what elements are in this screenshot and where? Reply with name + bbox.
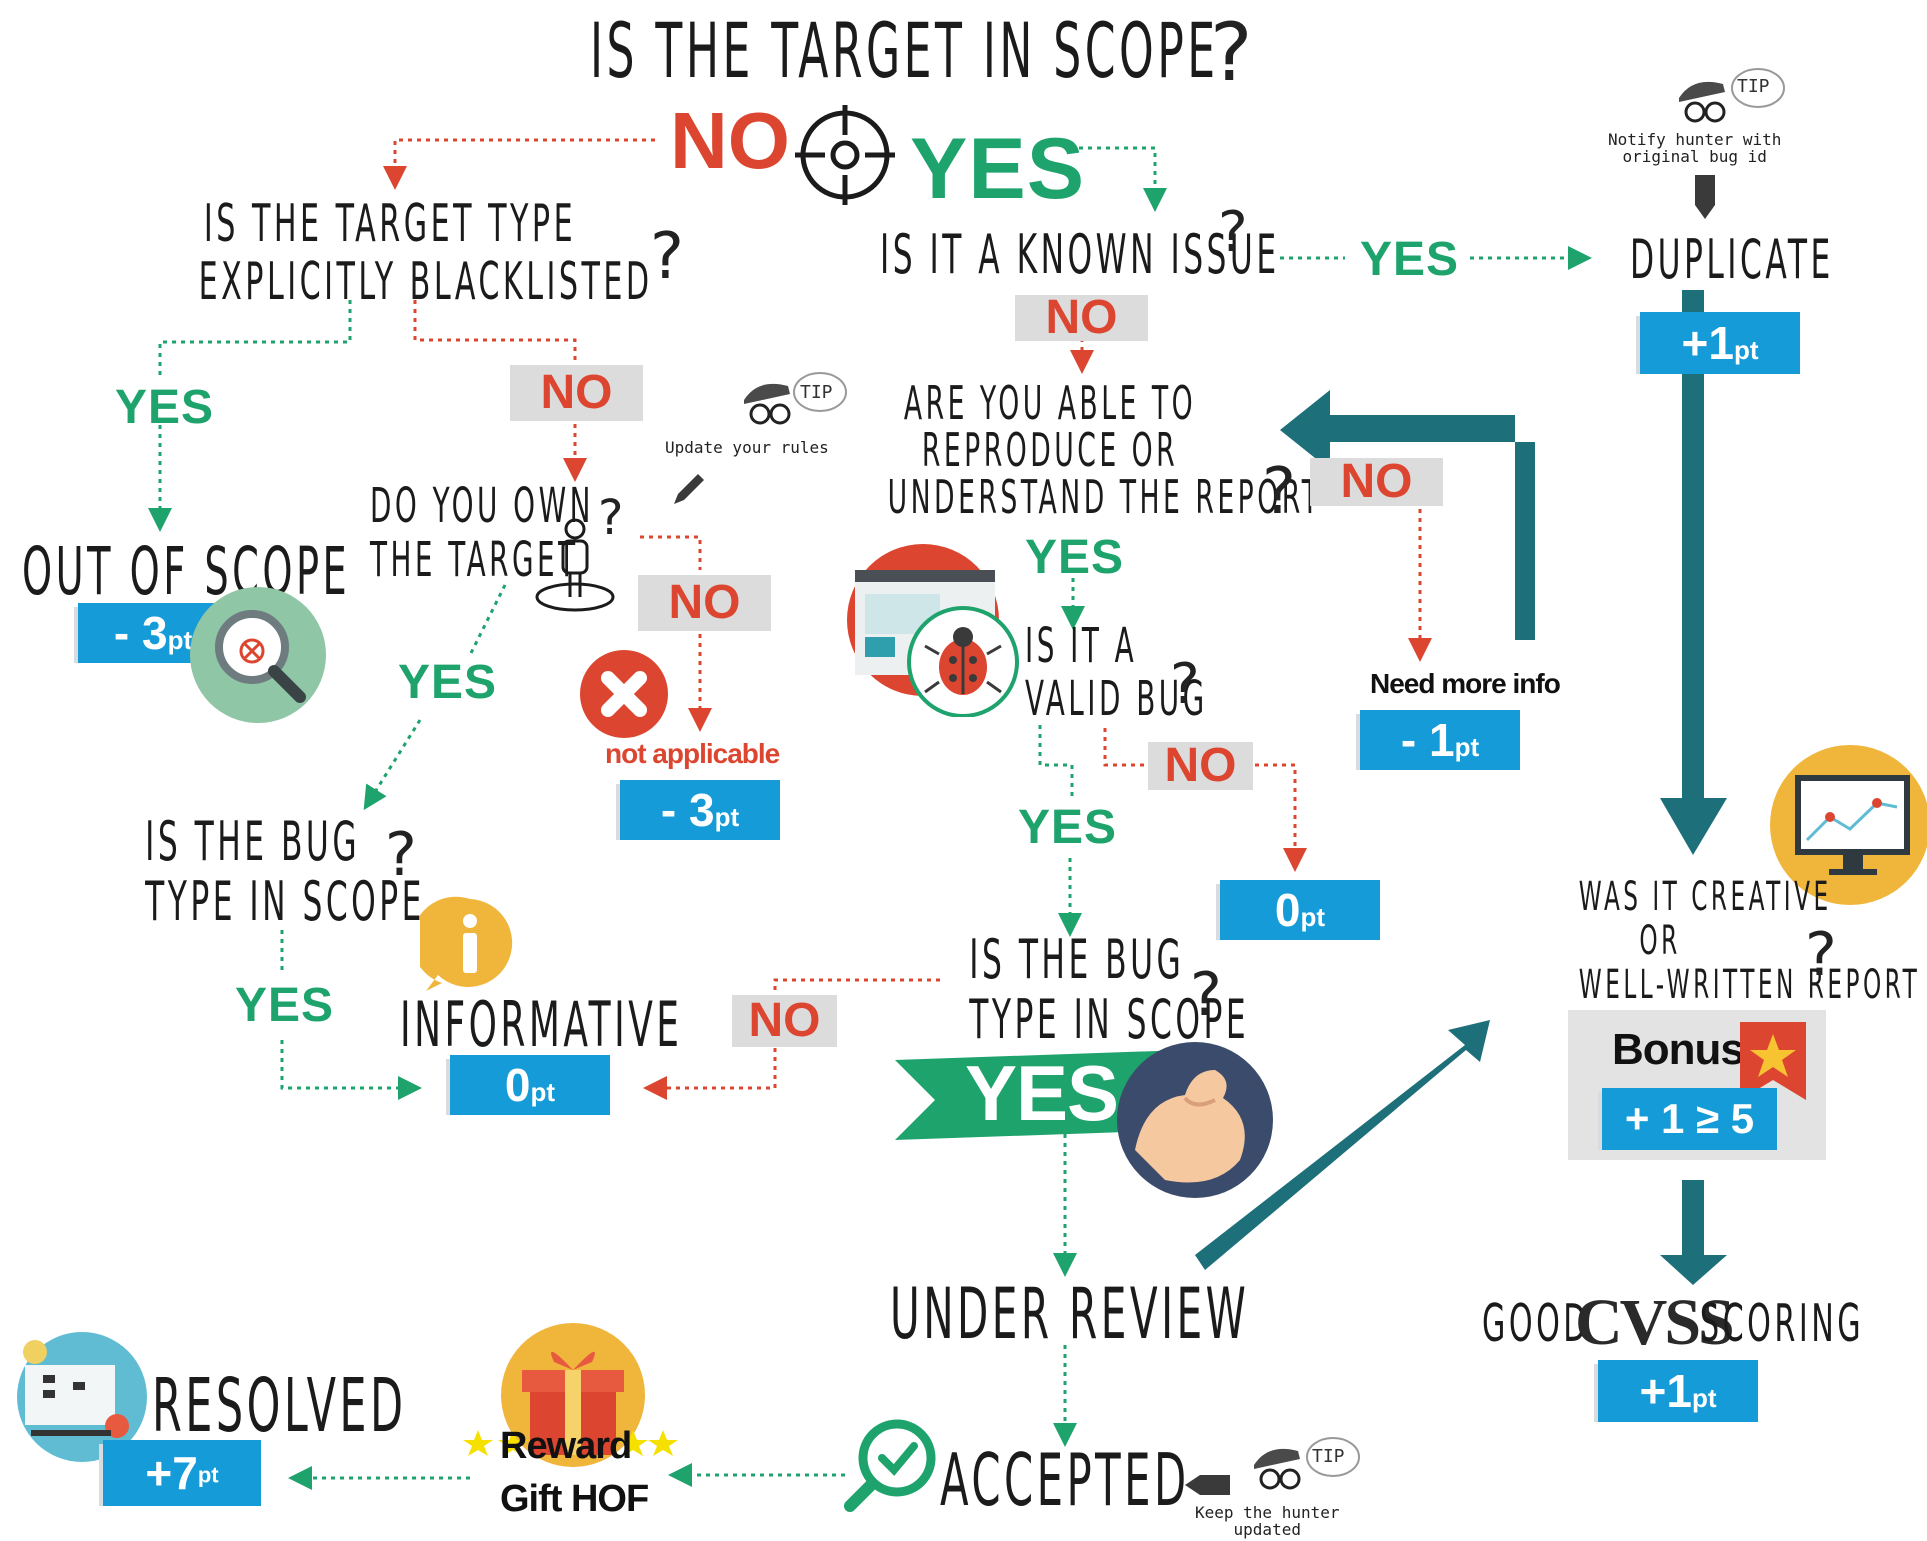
own-target-question: DO YOU OWN THE TARGET: [370, 478, 594, 588]
under-review-label: UNDER REVIEW: [890, 1273, 1250, 1355]
tip-hunter-icon: [744, 372, 847, 425]
yes-ribbon: [895, 1050, 1185, 1140]
tip-duplicate-text: Notify hunter with original bug id: [1608, 130, 1782, 166]
bug-type-center-question: IS THE BUG TYPE IN SCOPE: [969, 928, 1250, 1052]
tip-hunter-icon: [1254, 1437, 1360, 1490]
top-yes: YES: [910, 121, 1086, 217]
reproduce-question: ARE YOU ABLE TO REPRODUCE OR UNDERSTAND …: [887, 376, 1322, 524]
cvss-points: +1pt: [1598, 1360, 1758, 1422]
bonus-points: + 1 ≥ 5: [1602, 1088, 1777, 1150]
out-of-scope-label: OUT OF SCOPE: [22, 533, 351, 610]
page-title: IS THE TARGET IN SCOPE: [590, 6, 1219, 95]
valid-bug-yes: YES: [1018, 801, 1118, 854]
valid-bug-question-mark: ?: [1170, 652, 1200, 717]
own-target-yes: YES: [398, 656, 498, 709]
magnifier-icon: [190, 587, 326, 723]
known-issue-no: NO: [1015, 294, 1148, 342]
bug-type-center-question-mark: ?: [1190, 960, 1222, 1030]
informative-points: 0pt: [450, 1055, 610, 1115]
workflow-board-icon: [17, 1332, 147, 1462]
tip-accepted-text: Keep the hunter updated: [1195, 1503, 1340, 1539]
known-issue-question-mark: ?: [1218, 200, 1248, 265]
cvss-good: GOOD: [1482, 1294, 1590, 1354]
reproduce-no: NO: [1310, 458, 1443, 506]
tip-badge: TIP: [800, 382, 833, 403]
bug-type-left-question: IS THE BUG TYPE IN SCOPE: [145, 810, 425, 934]
known-issue-question: IS IT A KNOWN ISSUE: [880, 223, 1280, 286]
reproduce-yes: YES: [1025, 531, 1125, 584]
bug-type-left-question-mark: ?: [385, 820, 417, 890]
duplicate-label: DUPLICATE: [1630, 228, 1834, 291]
tip-badge: TIP: [1312, 1446, 1345, 1467]
reward-line2: Gift HOF: [500, 1478, 649, 1520]
not-applicable-label: not applicable: [605, 738, 780, 769]
own-target-no: NO: [638, 575, 771, 631]
need-more-info-points: - 1pt: [1360, 710, 1520, 770]
close-icon: [580, 650, 668, 738]
check-magnifier-icon: [844, 1419, 936, 1512]
duplicate-points: +1pt: [1640, 312, 1800, 374]
reward-line1: Reward: [500, 1425, 632, 1467]
blacklist-question: IS THE TARGET TYPE EXPLICITLY BLACKLISTE…: [198, 194, 653, 313]
bug-type-left-yes: YES: [235, 979, 335, 1032]
pencil-icon: [674, 474, 704, 504]
bug-type-center-no: NO: [732, 995, 837, 1047]
tip-rules-text: Update your rules: [665, 438, 829, 457]
pointer-left-icon: [1185, 1475, 1230, 1495]
star-ribbon-icon: [1740, 1022, 1806, 1100]
blacklist-yes: YES: [115, 381, 215, 434]
own-target-question-mark: ?: [598, 490, 624, 546]
cvss-scoring: SCORING: [1700, 1294, 1865, 1354]
info-icon: [420, 896, 513, 991]
tip-hunter-icon: [1679, 68, 1785, 123]
resolved-points: +7pt: [103, 1440, 261, 1506]
blacklist-no: NO: [510, 365, 643, 421]
pointer-icon: [1695, 175, 1715, 219]
cvss-logo: CVSS: [1575, 1286, 1735, 1359]
monitor-chart-icon: [1770, 745, 1927, 905]
muscle-icon: [1117, 1042, 1273, 1198]
blacklist-question-mark: ?: [650, 220, 684, 294]
valid-bug-no: NO: [1148, 742, 1253, 790]
browser-bug-icon: [847, 544, 1019, 717]
not-applicable-points: - 3pt: [620, 780, 780, 840]
creative-question-mark: ?: [1805, 920, 1837, 990]
valid-bug-points: 0pt: [1220, 880, 1380, 940]
creative-question: WAS IT CREATIVE OR WELL-WRITTEN REPORT: [1578, 874, 1921, 1008]
resolved-label: RESOLVED: [152, 1363, 407, 1449]
accepted-label: ACCEPTED: [940, 1438, 1190, 1522]
top-no: NO: [670, 96, 790, 185]
gift-icon: [463, 1323, 678, 1467]
known-issue-yes: YES: [1360, 233, 1460, 286]
need-more-info-label: Need more info: [1370, 668, 1561, 699]
reproduce-question-mark: ?: [1262, 455, 1296, 529]
crosshair-icon: [795, 105, 895, 205]
bonus-label: Bonus: [1612, 1025, 1745, 1074]
bug-type-center-yes: YES: [965, 1049, 1119, 1137]
informative-label: INFORMATIVE: [400, 988, 683, 1061]
valid-bug-question: IS IT A VALID BUG: [1025, 618, 1208, 727]
title-question-mark: ?: [1210, 6, 1253, 99]
person-target-icon: [535, 518, 615, 612]
tip-badge: TIP: [1737, 76, 1770, 97]
